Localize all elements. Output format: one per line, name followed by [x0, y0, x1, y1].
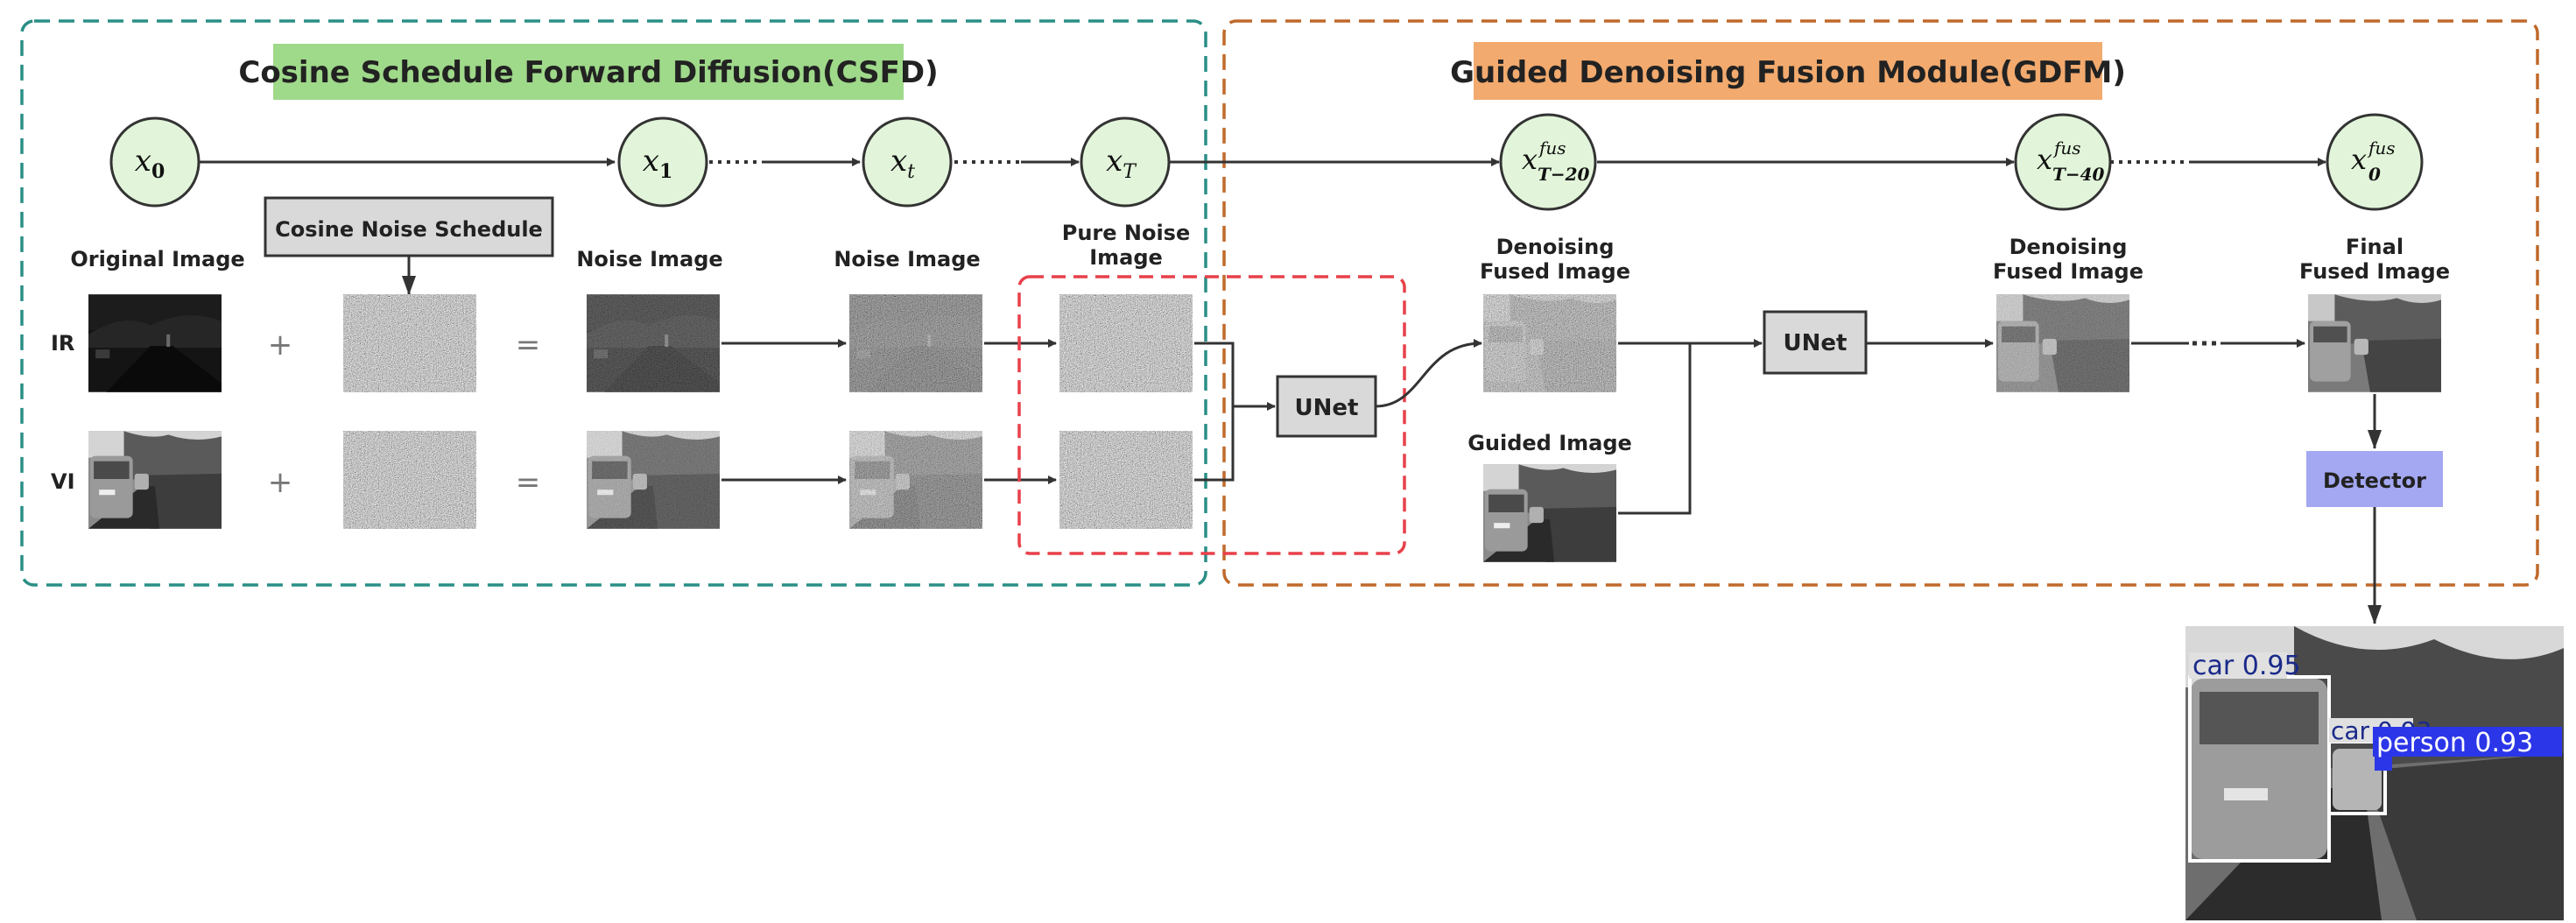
svg-text:x: x — [2351, 143, 2367, 176]
csfd-title-box — [273, 44, 904, 100]
noise-tile-ir — [343, 294, 476, 391]
svg-text:car 0.95: car 0.95 — [2192, 651, 2301, 681]
node-xfus-T-20: x fus T−20 — [1499, 113, 1597, 211]
label-cosine-noise-schedule: Cosine Noise Schedule — [275, 217, 543, 242]
csfd-title: Cosine Schedule Forward Diffusion(CSFD) — [238, 55, 938, 90]
node-x1: x1 — [617, 116, 708, 208]
node-x0: x0 — [109, 116, 201, 208]
unet-label-2: UNet — [1784, 330, 1848, 356]
label-final-1: Final — [2346, 235, 2404, 259]
svg-text:fus: fus — [2367, 137, 2396, 159]
csfd-frame — [20, 19, 1207, 587]
svg-text:person 0.93: person 0.93 — [2376, 728, 2533, 758]
svg-text:T−40: T−40 — [2052, 164, 2105, 185]
vi-original-image — [88, 431, 222, 529]
label-denoise-a-2: Fused Image — [1480, 259, 1630, 284]
plus-vi: + — [268, 465, 293, 500]
ir-original-image — [88, 294, 222, 392]
vi-noise-image-1 — [587, 431, 720, 529]
label-denoise-b-2: Fused Image — [1993, 259, 2143, 284]
label-guided-image: Guided Image — [1467, 431, 1632, 455]
unet-box-1 — [1276, 375, 1377, 438]
vi-noise-image-2 — [849, 431, 982, 529]
node-xfus-T-40: x fus T−40 — [2014, 113, 2112, 211]
svg-text:T−20: T−20 — [1538, 164, 1590, 185]
svg-text:x0: x0 — [135, 144, 165, 183]
label-noise-image-1: Noise Image — [576, 247, 722, 271]
vi-pure-noise — [1059, 431, 1193, 528]
final-fused-image — [2308, 294, 2441, 392]
svg-text:fus: fus — [1538, 137, 1566, 159]
svg-text:x: x — [1522, 143, 1538, 176]
label-denoise-b-1: Denoising — [2009, 235, 2128, 259]
noise-tile-vi — [343, 431, 476, 528]
node-xfus-0: x fus 0 — [2326, 113, 2424, 211]
svg-text:fus: fus — [2052, 137, 2081, 159]
plus-ir: + — [268, 328, 293, 363]
denoising-fused-image-2 — [1996, 294, 2129, 392]
ir-noise-image-1 — [587, 294, 720, 392]
label-pure-noise-1: Pure Noise — [1062, 221, 1191, 245]
label-vi: VI — [51, 469, 75, 494]
equals-ir: = — [516, 328, 541, 363]
gdfm-title-box — [1474, 42, 2102, 100]
ir-pure-noise — [1059, 294, 1193, 391]
svg-text:x: x — [2037, 143, 2052, 176]
label-denoise-a-1: Denoising — [1496, 235, 1615, 259]
unet-group-frame — [1017, 275, 1406, 555]
svg-text:0: 0 — [2368, 164, 2381, 185]
svg-text:x1: x1 — [643, 144, 673, 183]
label-noise-image-2: Noise Image — [834, 247, 980, 271]
unet-label-1: UNet — [1295, 395, 1359, 421]
equals-vi: = — [516, 465, 541, 500]
detector-label: Detector — [2323, 469, 2426, 493]
label-final-2: Fused Image — [2299, 259, 2450, 284]
label-ir: IR — [51, 331, 74, 356]
label-original-image: Original Image — [70, 247, 244, 271]
node-xt: xt — [862, 116, 953, 208]
svg-text:xt: xt — [890, 144, 915, 183]
guided-image — [1483, 464, 1616, 562]
cosine-noise-schedule-box — [264, 196, 554, 257]
detector-box — [2306, 451, 2443, 507]
gdfm-title: Guided Denoising Fusion Module(GDFM) — [1450, 55, 2126, 90]
gdfm-frame — [1222, 19, 2539, 587]
state-chain: x0 x1 xt xT x fus T−20 x fus T−40 x — [109, 113, 2424, 211]
svg-text:xT: xT — [1106, 144, 1137, 183]
node-xT: xT — [1080, 116, 1171, 208]
denoising-fused-image-1 — [1483, 294, 1616, 392]
detection-person: person 0.93 — [2373, 727, 2562, 771]
ir-noise-image-2 — [849, 294, 982, 392]
label-pure-noise-2: Image — [1089, 245, 1163, 270]
